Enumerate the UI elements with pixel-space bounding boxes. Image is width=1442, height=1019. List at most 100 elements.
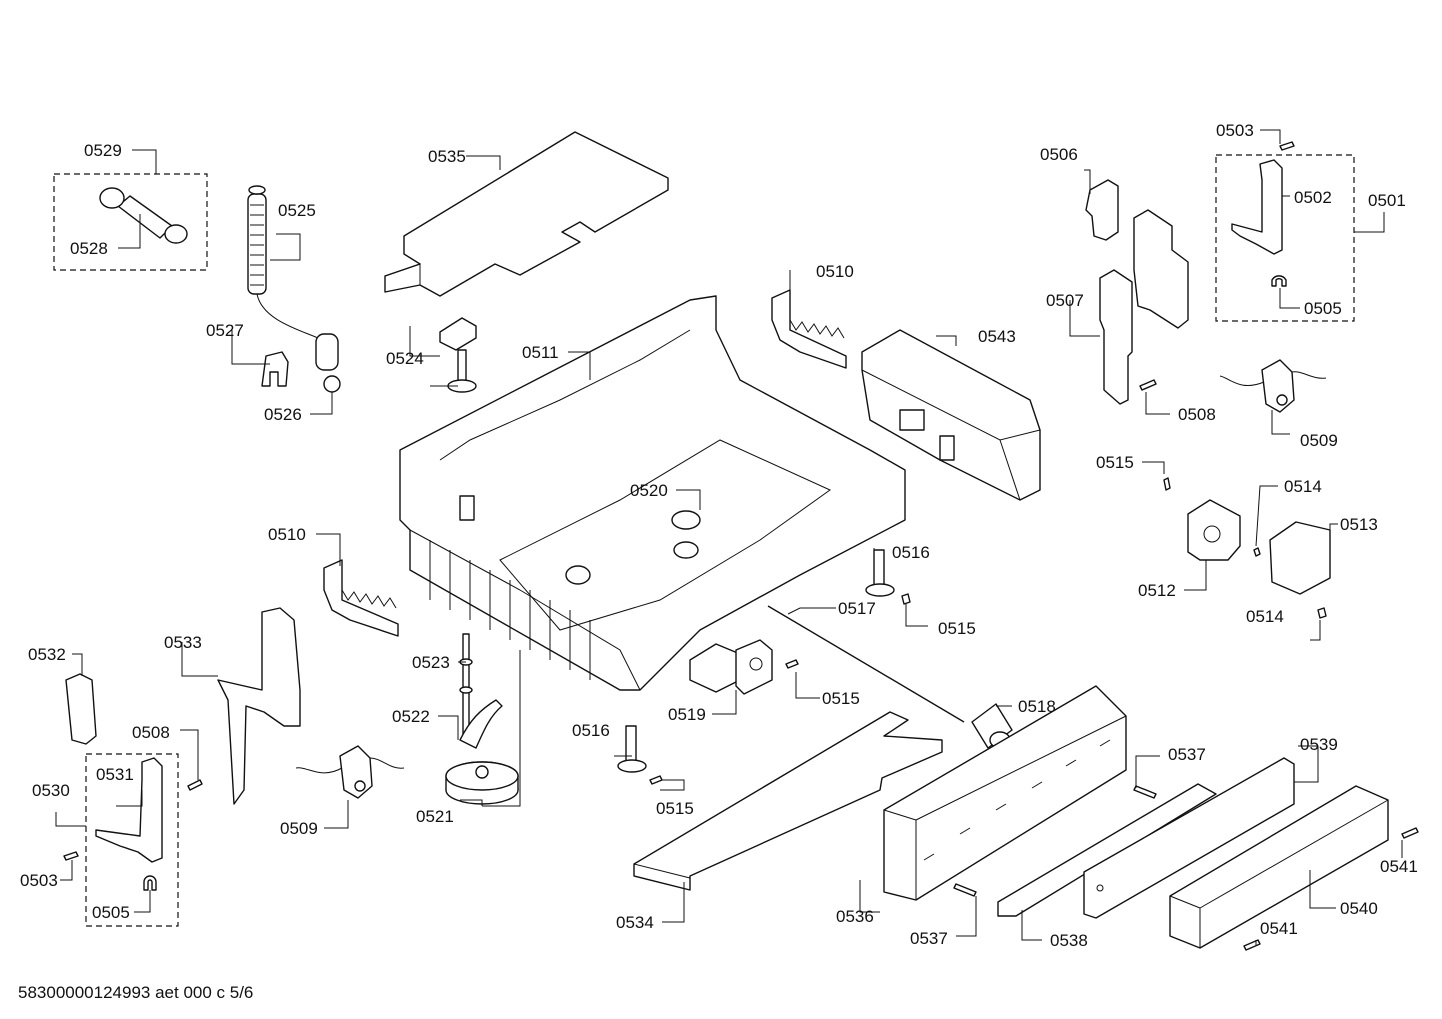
label-0513: 0513 — [1340, 515, 1378, 534]
part-0516-foot-upper — [865, 549, 895, 597]
part-0537-screw-lower — [953, 883, 977, 897]
part-0539-plate — [1083, 757, 1295, 919]
label-0537-lower: 0537 — [910, 929, 948, 948]
label-0503-upper: 0503 — [1216, 121, 1254, 140]
label-0519: 0519 — [668, 705, 706, 724]
part-0534-edge — [633, 863, 691, 879]
part-0506-bracket — [1085, 179, 1119, 241]
part-0508-screw-upper — [1139, 379, 1157, 391]
part-0528-hose-connector — [99, 187, 188, 244]
label-0527: 0527 — [206, 321, 244, 340]
part-0517-rod — [767, 605, 965, 723]
part-0523-float-rod — [459, 633, 473, 735]
part-0535-edge — [384, 263, 421, 285]
label-0520: 0520 — [630, 481, 668, 500]
part-0509-switch-lower — [295, 745, 405, 799]
label-0506: 0506 — [1040, 145, 1078, 164]
label-0516-upper: 0516 — [892, 543, 930, 562]
label-0505-lower: 0505 — [92, 903, 130, 922]
part-0511-base-tub — [399, 295, 906, 691]
part-0516-foot-lower — [617, 725, 647, 773]
label-0526: 0526 — [264, 405, 302, 424]
part-0543-control-housing — [861, 329, 1041, 501]
label-0511: 0511 — [522, 343, 559, 362]
part-0537-screw-upper — [1133, 785, 1157, 799]
label-0522: 0522 — [392, 707, 430, 726]
label-0539: 0539 — [1300, 735, 1338, 754]
part-0533-bracket — [217, 607, 301, 805]
part-0508-screw-lower — [187, 779, 203, 791]
label-0517: 0517 — [838, 599, 876, 618]
part-0505-clip-lower — [143, 875, 157, 891]
label-0543: 0543 — [978, 327, 1016, 346]
part-0515-screw-d — [649, 775, 663, 785]
label-0540: 0540 — [1340, 899, 1378, 918]
label-0508-lower: 0508 — [132, 723, 170, 742]
part-0505-clip — [1271, 275, 1287, 287]
part-0502-bracket — [1231, 159, 1283, 255]
label-0534: 0534 — [616, 913, 654, 932]
part-0515-screw-a — [1163, 477, 1171, 491]
label-0510-lower: 0510 — [268, 525, 306, 544]
label-0516-lower: 0516 — [572, 721, 610, 740]
label-0515-c: 0515 — [822, 689, 860, 708]
label-0529: 0529 — [84, 141, 122, 160]
label-0509-lower: 0509 — [280, 819, 318, 838]
label-0502: 0502 — [1294, 188, 1332, 207]
label-0541-upper: 0541 — [1380, 857, 1418, 876]
part-0536-kick-plate — [883, 685, 1127, 901]
label-0514-lower: 0514 — [1246, 607, 1284, 626]
label-0538: 0538 — [1050, 931, 1088, 950]
part-0512-housing — [1187, 499, 1241, 561]
document-code: 58300000124993 aet 000 c 5/6 — [18, 983, 253, 1002]
label-0523: 0523 — [412, 653, 450, 672]
label-0515-d: 0515 — [656, 799, 694, 818]
label-0521: 0521 — [416, 807, 454, 826]
part-0512-hole — [1203, 525, 1221, 543]
label-0533: 0533 — [164, 633, 202, 652]
part-0510-spring-upper — [771, 289, 847, 369]
part-labels: 0529 0528 0535 0525 0527 0526 0524 0511 … — [20, 121, 1418, 950]
label-0518: 0518 — [1018, 697, 1056, 716]
part-0503-screw — [1279, 141, 1295, 151]
label-0509-upper: 0509 — [1300, 431, 1338, 450]
label-0514-upper: 0514 — [1284, 477, 1322, 496]
part-0525-corrugated-hose — [247, 185, 341, 393]
part-0540-kick-panel — [1169, 785, 1389, 949]
label-0501: 0501 — [1368, 191, 1406, 210]
label-0525: 0525 — [278, 201, 316, 220]
part-0514-screw-b — [1317, 607, 1327, 619]
label-0505-upper: 0505 — [1304, 299, 1342, 318]
label-0515-b: 0515 — [938, 619, 976, 638]
part-0515-screw-c — [785, 659, 799, 669]
label-0510-upper: 0510 — [816, 262, 854, 281]
group-box-0529 — [53, 173, 208, 271]
part-0521-float-disc — [445, 761, 519, 805]
label-0532: 0532 — [28, 645, 66, 664]
label-0508-upper: 0508 — [1178, 405, 1216, 424]
label-0528: 0528 — [70, 239, 108, 258]
group-box-0530 — [85, 753, 179, 927]
part-0515-screw-b — [901, 593, 911, 605]
label-0503-lower: 0503 — [20, 871, 58, 890]
label-0515-a: 0515 — [1096, 453, 1134, 472]
part-0513-cap — [1269, 521, 1331, 595]
part-0541-screw-lower — [1243, 939, 1261, 951]
part-0514-screw — [1253, 547, 1261, 557]
part-0527-clip — [261, 351, 289, 387]
label-0541-lower: 0541 — [1260, 919, 1298, 938]
part-0532-cover — [65, 673, 97, 745]
label-0530: 0530 — [32, 781, 70, 800]
label-0507: 0507 — [1046, 291, 1084, 310]
group-box-0501 — [1215, 154, 1355, 322]
part-0509-switch-upper — [1219, 359, 1327, 413]
label-0535: 0535 — [428, 147, 466, 166]
part-0510-spring-lower — [323, 559, 399, 637]
label-0531: 0531 — [96, 765, 134, 784]
label-0512: 0512 — [1138, 581, 1176, 600]
label-0524: 0524 — [386, 349, 424, 368]
part-0524-block — [439, 317, 477, 393]
part-0507-bracket — [1099, 209, 1189, 405]
part-0531-bracket — [95, 757, 163, 863]
